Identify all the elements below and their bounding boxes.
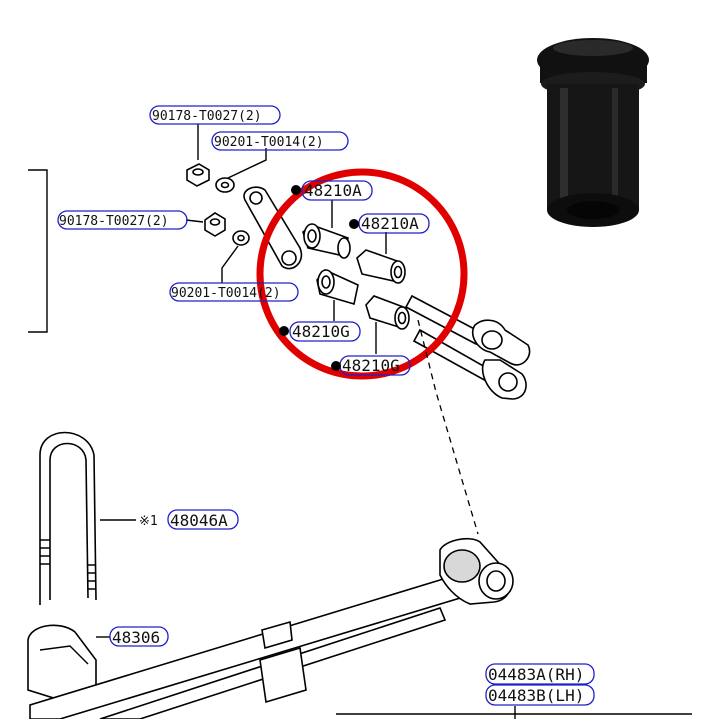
callout-box-spring-seat — [109, 626, 169, 647]
dot-g1 — [279, 326, 289, 336]
callout-box-spring-rh — [485, 663, 595, 685]
label-nut-top[interactable]: 90178-T0027(2) — [152, 109, 262, 124]
dashed-guide-line — [417, 319, 479, 535]
callout-box-washer-top — [211, 131, 349, 151]
leaf-spring-icon — [29, 538, 514, 719]
group-bracket — [28, 169, 48, 333]
nut-top-icon — [186, 163, 210, 187]
dot-a2 — [349, 219, 359, 229]
nut-left-icon — [204, 212, 226, 237]
bushing-g2-icon — [365, 295, 410, 330]
label-spring-seat[interactable]: 48306 — [112, 628, 160, 647]
callout-box-nut-top — [149, 105, 281, 125]
label-bushing-a2[interactable]: 48210A — [361, 214, 419, 233]
callout-box-g1 — [289, 321, 361, 342]
bushing-a2-icon — [356, 249, 406, 284]
washer-top-icon — [215, 177, 235, 193]
callout-box-a2 — [358, 213, 430, 234]
dot-a1 — [291, 185, 301, 195]
callout-box-spring-lh — [485, 684, 595, 706]
label-u-bolt[interactable]: 48046A — [170, 511, 228, 530]
label-spring-rh[interactable]: 04483A(RH) — [488, 665, 584, 684]
bushing-photo — [537, 38, 649, 227]
bushing-a1-icon — [302, 223, 351, 259]
leader-washer-left — [221, 245, 239, 283]
label-bushing-g1[interactable]: 48210G — [292, 322, 350, 341]
bushing-g1-icon — [316, 269, 359, 306]
washer-left-icon — [232, 230, 250, 246]
label-u-bolt-prefix: ※1 — [139, 514, 158, 529]
callout-box-a1 — [301, 180, 373, 201]
label-nut-left[interactable]: 90178-T0027(2) — [59, 214, 169, 229]
u-bolt-icon — [39, 431, 97, 605]
label-washer-left[interactable]: 90201-T0014(2) — [171, 286, 281, 301]
label-bushing-g2[interactable]: 48210G — [342, 356, 400, 375]
label-spring-lh[interactable]: 04483B(LH) — [488, 686, 584, 705]
callout-box-washer-left — [169, 282, 299, 302]
callout-box-u-bolt — [167, 509, 239, 530]
highlight-circle — [256, 168, 468, 380]
callout-box-nut-left — [57, 210, 188, 230]
leader-washer-top — [227, 148, 267, 179]
leader-nut-left — [185, 219, 204, 223]
label-washer-top[interactable]: 90201-T0014(2) — [214, 135, 324, 150]
dot-g2 — [331, 361, 341, 371]
label-bushing-a1[interactable]: 48210A — [304, 181, 362, 200]
shackle-icon — [404, 294, 531, 400]
